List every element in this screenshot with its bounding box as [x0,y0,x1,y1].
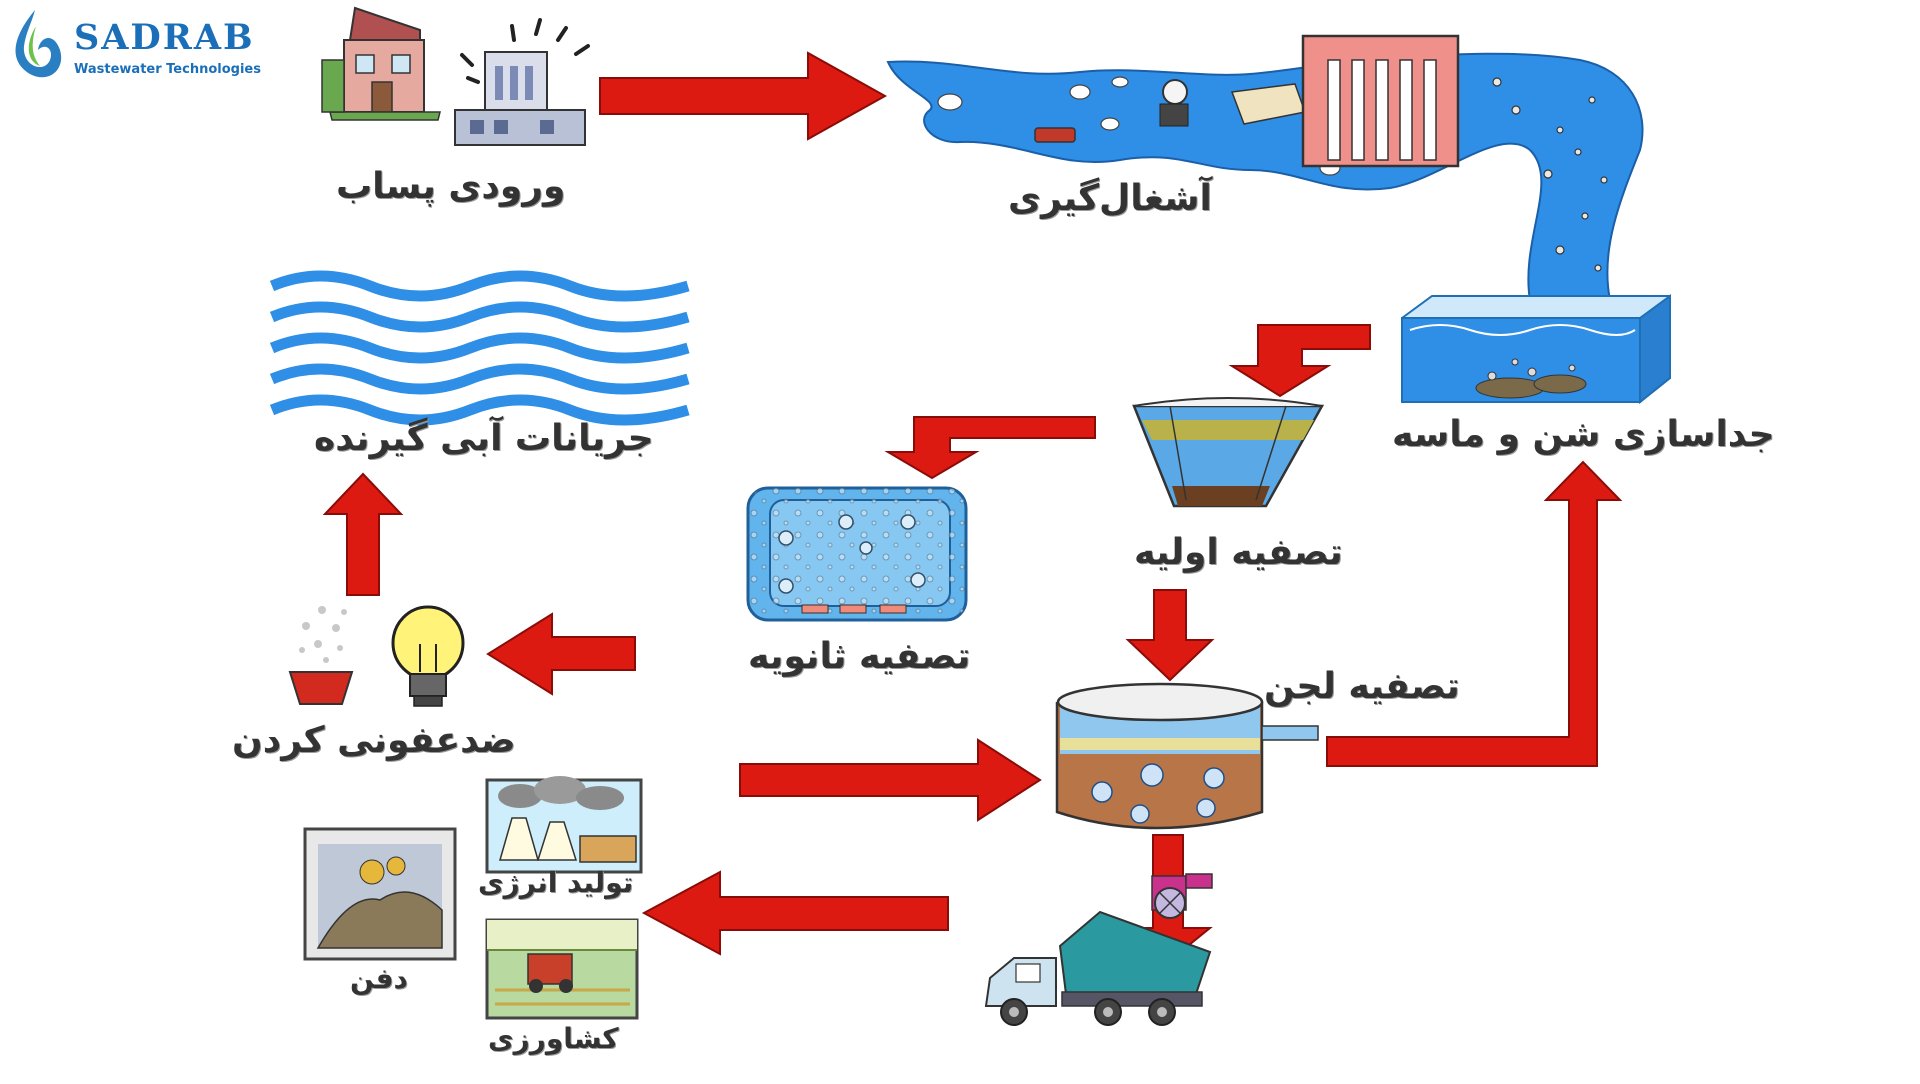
factory-icon [454,18,590,146]
aeration-tank-icon [746,486,968,622]
arrow-inlet-to-screening [599,51,888,141]
brand-tagline: Wastewater Technologies [74,62,261,77]
label-receiving-waters: جریانات آبی گیرنده [314,418,654,459]
sadrab-logo-mark [15,10,62,78]
label-sludge-treatment: تصفیه لجن [1264,666,1460,707]
arrow-sludge-to-reuse [641,870,949,956]
label-primary-treatment: تصفیه اولیه [1134,532,1343,573]
bar-screen-icon [1301,34,1460,168]
label-landfill: دفن [350,962,408,995]
arrow-disinfection-to-receiving [322,472,404,596]
arrow-to-sludge-inflow [739,738,1042,822]
label-disinfection: ضدعفونی کردن [232,720,516,761]
primary-clarifier-icon [1132,397,1325,508]
house-icon [321,6,441,121]
landfill-icon [303,827,457,961]
label-wastewater-inlet: ورودی پساب [336,166,566,207]
arrow-grit-to-primary [1228,324,1371,398]
arrow-secondary-to-disinfection [486,612,636,696]
screening-channel-icon [886,34,1644,301]
arrow-sludge-to-grit-return [1326,460,1623,767]
label-energy-production: تولید انرژی [478,866,634,899]
brand-logo: SADRAB Wastewater Technologies [6,6,278,86]
receiving-waters-icon [269,270,690,426]
label-screening: آشغال‌گیری [1008,178,1212,219]
sludge-pump-icon [1151,873,1213,919]
power-plant-icon [485,776,643,874]
sludge-digester-icon [1055,682,1319,830]
arrow-primary-to-secondary [884,416,1096,480]
chemical-dosing-icon [288,606,354,705]
label-secondary-treatment: تصفیه ثانویه [748,636,971,677]
brand-name: SADRAB [74,17,255,58]
arrow-primary-to-sludge [1125,589,1215,682]
grit-chamber-icon [1401,294,1671,405]
label-grit-removal: جداسازی شن و ماسه [1392,414,1775,455]
agriculture-icon [485,918,639,1020]
dump-truck-icon [984,910,1212,1026]
label-agriculture: کشاورزی [488,1022,619,1055]
light-bulb-icon [391,605,465,707]
